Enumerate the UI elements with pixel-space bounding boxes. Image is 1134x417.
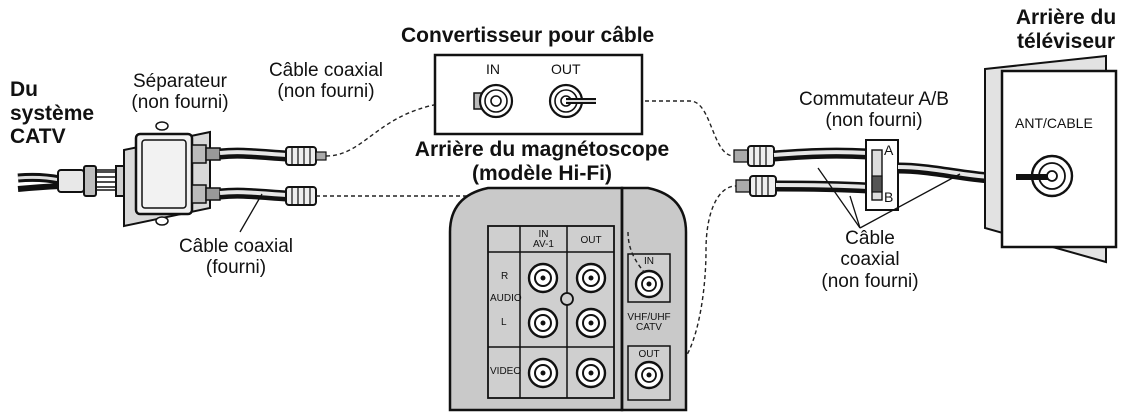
vcr-audio-label: AUDIO [490, 293, 522, 304]
source-label-line-1: Du [10, 78, 38, 101]
ab-switch-cables-left [733, 145, 869, 197]
converter-in-jack [473, 83, 514, 119]
coax-top-label-line-2: (non fourni) [277, 81, 375, 103]
av-in-l-jack [527, 307, 559, 339]
splitter-label: Séparateur (non fourni) [118, 71, 242, 114]
vcr-r-label: R [501, 271, 509, 282]
av-out-l-jack [575, 307, 607, 339]
vcr-title: Arrière du magnétoscope (modèle Hi-Fi) [386, 138, 698, 185]
av-out-video-jack [575, 357, 607, 389]
vcr-vhf-uhf-label: VHF/UHF CATV [626, 313, 672, 333]
vcr-title-line-2: (modèle Hi-Fi) [472, 161, 612, 185]
tv-title-line-1: Arrière du [1015, 6, 1117, 29]
source-label-line-2: système [10, 101, 95, 125]
dash-vcr-to-switch [661, 185, 737, 376]
vcr-in-av-label: IN AV-1 [521, 230, 566, 250]
coax-right-label: Câble coaxial (non fourni) [800, 228, 940, 292]
leader-line-coax-bottom [239, 193, 263, 233]
converter-title: Convertisseur pour câble [401, 24, 655, 47]
vcr-vhf-uhf-label-line-1: VHF/UHF [627, 312, 671, 323]
vcr-in-av-label-line-1: IN [538, 229, 549, 240]
coax-top-label: Câble coaxial (non fourni) [254, 60, 398, 103]
coax-top-label-line-1: Câble coaxial [268, 60, 384, 81]
av-out-r-jack [575, 262, 607, 294]
ab-switch-label-line-2: (non fourni) [825, 110, 923, 132]
ab-switch-b-label: B [884, 189, 894, 205]
vcr-title-line-1: Arrière du magnétoscope [414, 138, 670, 161]
vcr-rf-out-label: OUT [638, 349, 660, 360]
vcr-in-av-label-line-2: AV-1 [533, 239, 554, 250]
ab-switch [865, 139, 899, 211]
coax-bottom-label-line-1: Câble coaxial [178, 236, 294, 257]
tv-rear [984, 54, 1118, 264]
vcr-vhf-uhf-label-line-2: CATV [636, 322, 662, 333]
dash-converter-to-switch [596, 100, 735, 157]
splitter-label-line-2: (non fourni) [131, 92, 229, 114]
coax-right-label-line-2: coaxial [840, 249, 900, 271]
tv-jack-label: ANT/CABLE [1015, 115, 1093, 131]
catv-input-cable [17, 165, 117, 197]
converter-out-label: OUT [551, 61, 581, 77]
tv-title: Arrière du téléviseur [1000, 6, 1132, 53]
vcr-out-label: OUT [580, 235, 602, 246]
vcr-rf-out-jack [634, 360, 664, 390]
vcr-l-label: L [501, 317, 507, 328]
coax-bottom-label: Câble coaxial (fourni) [160, 236, 312, 279]
converter-out-jack [548, 83, 596, 119]
coax-right-label-line-1: Câble [845, 228, 895, 249]
ab-switch-label: Commutateur A/B (non fourni) [786, 89, 962, 132]
av-in-r-jack [527, 262, 559, 294]
vcr-video-label: VIDEO [490, 366, 522, 377]
source-label-line-3: CATV [10, 125, 66, 149]
dash-splitter-to-converter [325, 100, 475, 157]
coax-cable-top [205, 146, 327, 166]
coax-bottom-label-line-2: (fourni) [205, 257, 267, 279]
leader-lines-coax-right [817, 167, 961, 229]
ab-switch-a-label: A [884, 142, 894, 158]
source-label: Du système CATV [10, 78, 94, 149]
vcr-rf-in-jack [627, 231, 664, 299]
converter-in-label: IN [486, 61, 500, 77]
tv-ant-cable-jack [1016, 154, 1074, 198]
vcr-rear-panel [448, 186, 688, 412]
ab-switch-label-line-1: Commutateur A/B [799, 89, 949, 110]
vcr-rf-in-label: IN [644, 256, 654, 267]
splitter [115, 121, 211, 228]
av-in-video-jack [527, 357, 559, 389]
coax-cable-bottom [205, 186, 317, 206]
coax-right-label-line-3: (non fourni) [821, 270, 919, 292]
tv-title-line-2: téléviseur [1016, 29, 1116, 53]
splitter-label-line-1: Séparateur [132, 71, 227, 92]
cable-converter [433, 53, 644, 136]
